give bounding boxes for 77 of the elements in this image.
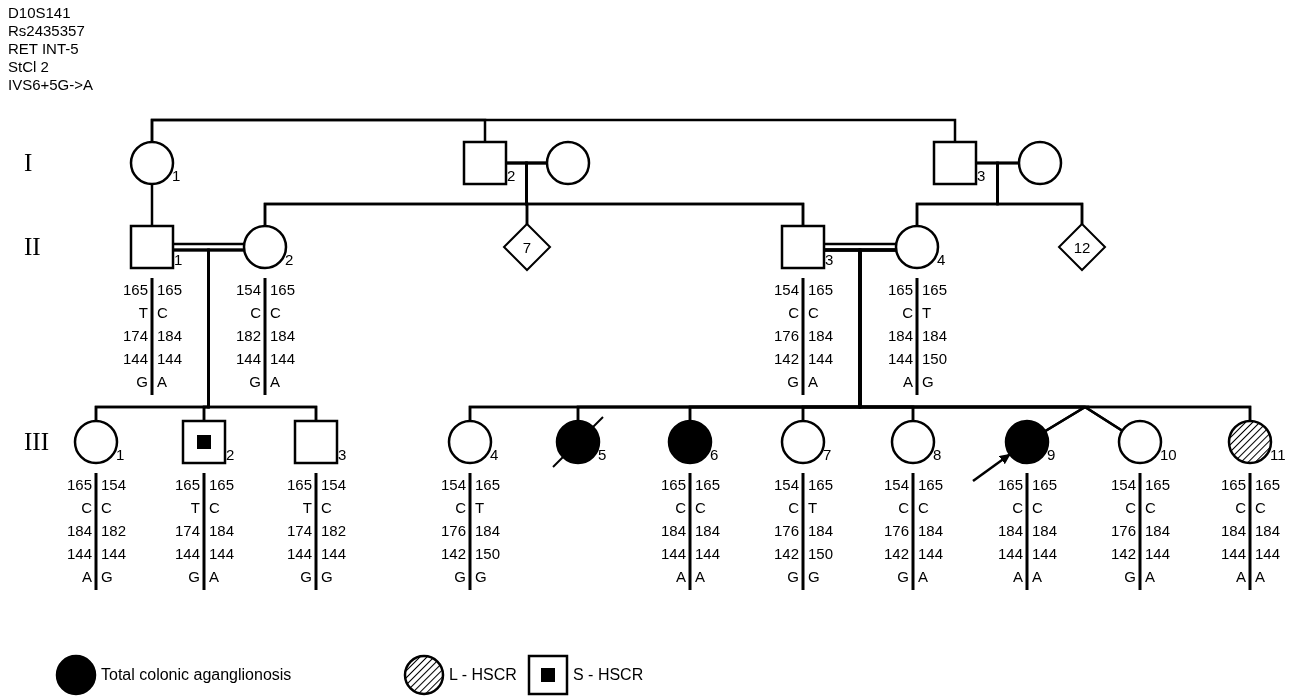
square-symbol [129, 224, 175, 270]
marker-name: Rs2435357 [8, 22, 85, 39]
descent-line [207, 248, 318, 421]
legend-label: L - HSCR [449, 666, 517, 684]
individual-number: 7 [823, 447, 832, 463]
marker-name: StCl 2 [8, 58, 49, 75]
individual-number: 3 [338, 447, 347, 463]
haplotype-column: 165 T 174 144 G [286, 473, 312, 588]
individual-number: 1 [116, 447, 125, 463]
circle-symbol [1017, 140, 1063, 186]
generation-numeral: II [24, 234, 41, 260]
haplotype-column: 154 C 176 142 G [440, 473, 466, 588]
haplotype-column: 165 C 184 144 A [270, 278, 296, 393]
haplotype-column: 154 C 182 144 G [321, 473, 347, 588]
haplotype-column: 154 C 182 144 G [101, 473, 127, 588]
haplotype-column: 154 C 182 144 G [235, 278, 261, 393]
haplotype-column: 154 C 176 142 G [773, 473, 799, 588]
marker-name: D10S141 [8, 4, 71, 21]
square-symbol [932, 140, 978, 186]
haplotype-column: 165 C 184 144 A [1255, 473, 1281, 588]
haplotype-column: 165 C 184 144 A [695, 473, 721, 588]
individual-number: 3 [977, 168, 986, 184]
haplotype-column: 165 C 184 144 A [918, 473, 944, 588]
generation-numeral: III [24, 429, 49, 455]
circle-symbol [129, 140, 175, 186]
haplotype-column: 165 C 184 144 A [997, 473, 1023, 588]
haplotype-column: 165 C 184 144 A [66, 473, 92, 588]
individual-number: 3 [825, 252, 834, 268]
haplotype-column: 165 C 184 144 A [209, 473, 235, 588]
crossed-filled-circle-symbol [551, 415, 605, 469]
haplotype-column: 165 C 184 144 A [157, 278, 183, 393]
haplotype-column: 165 T 184 150 G [922, 278, 948, 393]
descent-line [150, 184, 154, 226]
individual-number: 5 [598, 447, 607, 463]
generation-numeral: I [24, 150, 33, 176]
haplotype-column: 165 C 184 144 A [1032, 473, 1058, 588]
diamond-symbol: 7 [502, 222, 552, 272]
individual-number: 2 [226, 447, 235, 463]
haplotype-column: 165 C 184 144 A [1145, 473, 1171, 588]
individual-number: 6 [710, 447, 719, 463]
haplotype-column: 154 C 176 142 G [773, 278, 799, 393]
individual-number: 9 [1047, 447, 1056, 463]
individual-number: 2 [285, 252, 294, 268]
marker-name: RET INT-5 [8, 40, 79, 57]
descent-line [996, 161, 1084, 224]
pointer-arrow [972, 453, 1011, 482]
individual-number: 8 [933, 447, 942, 463]
individual-number: 10 [1160, 447, 1177, 463]
individual-number: 11 [1270, 447, 1286, 463]
square-symbol [293, 419, 339, 465]
diamond-symbol: 12 [1057, 222, 1107, 272]
legend-label: S - HSCR [573, 666, 644, 684]
individual-number: 1 [174, 252, 183, 268]
haplotype-column: 154 C 176 142 G [1110, 473, 1136, 588]
haplotype-column: 165 C 184 144 A [660, 473, 686, 588]
square-symbol [780, 224, 826, 270]
haplotype-column: 165 C 184 144 A [887, 278, 913, 393]
sibship-line [150, 118, 957, 142]
individual-number: 4 [490, 447, 499, 463]
circle-symbol [1117, 419, 1163, 465]
individual-number: 1 [172, 168, 181, 184]
haplotype-column: 154 C 176 142 G [883, 473, 909, 588]
haplotype-column: 165 T 174 144 G [174, 473, 200, 588]
individual-number: 2 [507, 168, 516, 184]
haplotype-column: 165 T 184 150 G [808, 473, 834, 588]
legend-label: Total colonic aganglionosis [101, 666, 292, 684]
circle-symbol [73, 419, 119, 465]
square-symbol [462, 140, 508, 186]
hatched-circle-symbol [1227, 419, 1273, 465]
haplotype-column: 165 T 174 144 G [122, 278, 148, 393]
haplotype-column: 165 T 184 150 G [475, 473, 501, 588]
individual-number: 4 [937, 252, 946, 268]
haplotype-column: 165 C 184 144 A [808, 278, 834, 393]
circle-symbol [545, 140, 591, 186]
marked-square-symbol [181, 419, 227, 465]
haplotype-column: 165 C 184 144 A [1220, 473, 1246, 588]
marker-name: IVS6+5G->A [8, 76, 94, 93]
